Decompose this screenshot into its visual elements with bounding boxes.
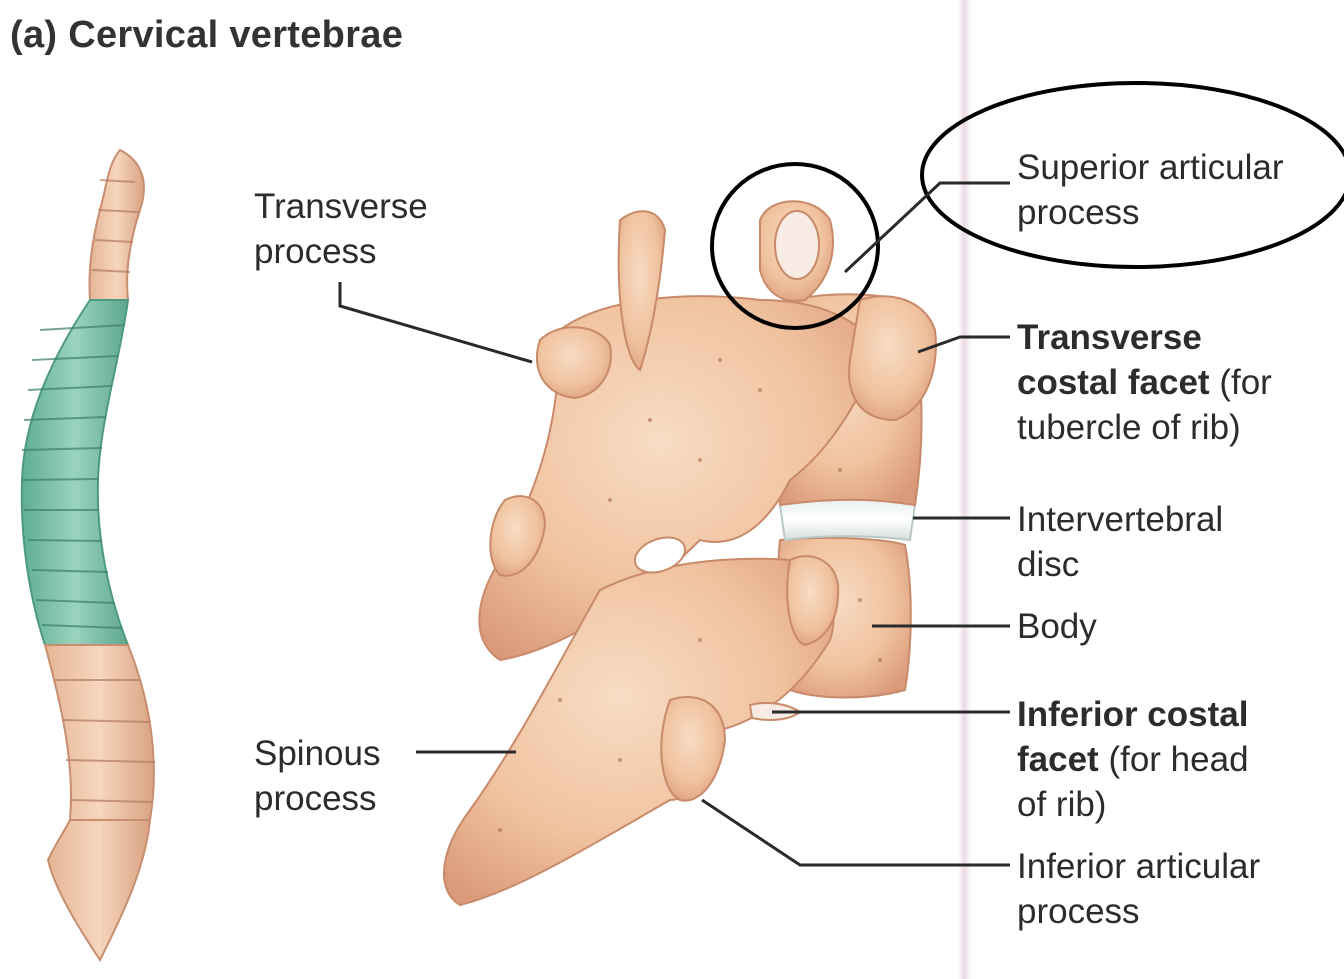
label-line: process [1017,892,1140,931]
label-transverse-process: Transverse process [254,184,428,274]
label-line: of rib) [1017,785,1107,824]
label-line: Superior articular [1017,148,1284,187]
vertebrae-illustration [443,200,937,907]
leader-lines [338,181,1010,867]
label-line: Transverse [254,187,428,226]
label-bold: facet [1017,740,1099,779]
label-line: disc [1017,545,1080,584]
figure-title: (a) Cervical vertebrae [10,14,404,56]
label-line: process [1017,193,1140,232]
label-line: Intervertebral [1017,500,1224,539]
highlight-oval-label [920,81,1344,269]
label-intervertebral-disc: Intervertebral disc [1017,497,1223,587]
highlight-circle-facet [710,162,880,330]
label-line: Spinous [254,734,381,773]
label-spinous-process: Spinous process [254,731,380,821]
label-bold: Transverse [1017,318,1202,357]
label-line: tubercle of rib) [1017,408,1241,447]
label-transverse-costal-facet: Transverse costal facet (for tubercle of… [1017,315,1272,450]
spine-column-illustration [20,148,156,962]
label-line: process [254,779,377,818]
label-line: process [254,232,377,271]
label-bold: Inferior costal [1017,695,1249,734]
label-line: Inferior articular [1017,847,1261,886]
label-inferior-articular-process: Inferior articular process [1017,844,1260,934]
page-divider [958,0,972,979]
label-body: Body [1017,607,1097,646]
label-normal: (for head [1098,740,1249,779]
label-superior-articular-process: Superior articular process [1017,145,1284,235]
label-inferior-costal-facet: Inferior costal facet (for head of rib) [1017,692,1249,827]
label-bold: costal facet [1017,363,1210,402]
label-normal: (for [1209,363,1272,402]
